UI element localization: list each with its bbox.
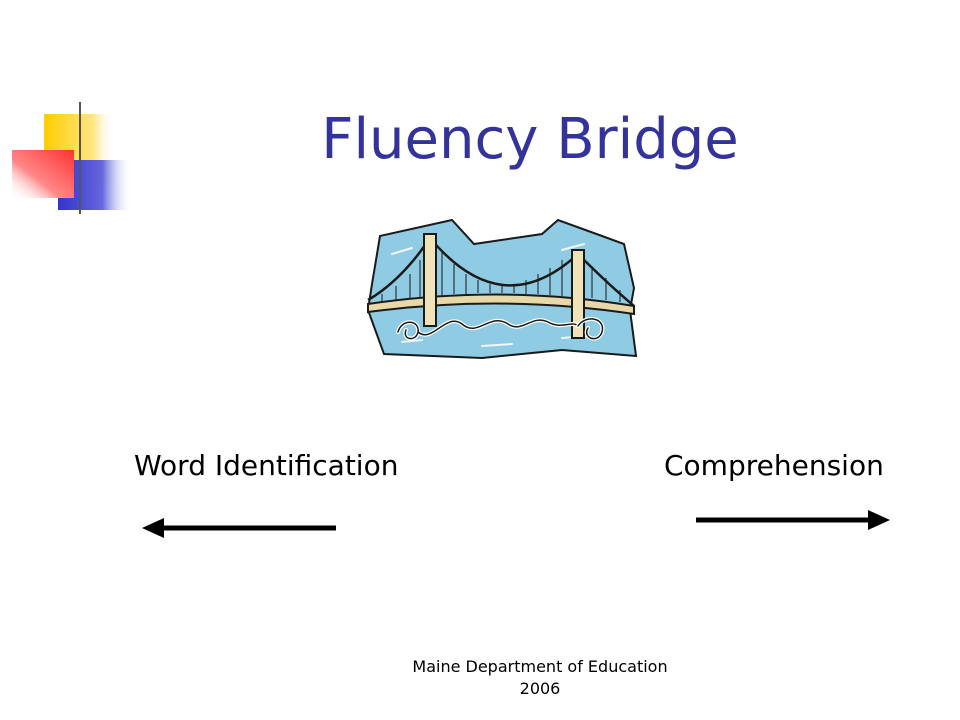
slide-title: Fluency Bridge [321, 107, 739, 172]
slide-footer: Maine Department of Education 2006 [380, 656, 700, 700]
suspension-bridge-icon [366, 218, 638, 360]
footer-year: 2006 [519, 679, 561, 698]
red-square [12, 150, 74, 198]
word-identification-label: Word Identification [134, 449, 399, 482]
arrow-left-icon [142, 518, 336, 538]
arrow-right-icon [696, 510, 890, 530]
corner-decoration [12, 102, 870, 214]
footer-organization: Maine Department of Education [412, 657, 668, 676]
comprehension-label: Comprehension [664, 449, 884, 482]
